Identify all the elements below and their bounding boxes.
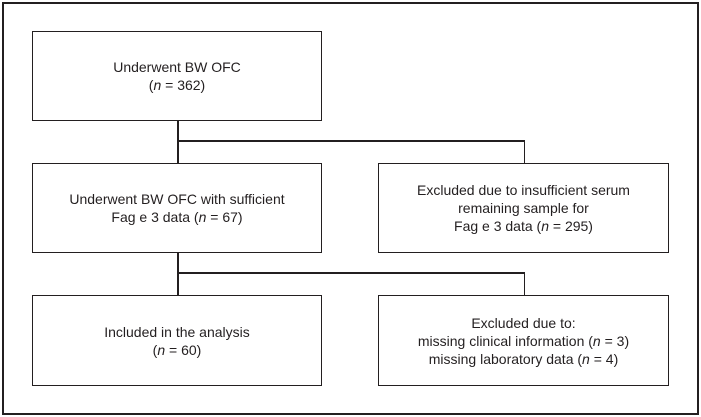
flow-box-text-line: Included in the analysis	[104, 323, 250, 340]
flow-box-text-line: (n = 362)	[148, 77, 206, 93]
flow-box-included-in-analysis: Included in the analysis(n = 60)	[32, 295, 322, 386]
flow-box-excluded-missing-data: Excluded due to:missing clinical informa…	[378, 295, 669, 386]
flow-box-text-line: Excluded due to:	[471, 314, 576, 331]
connector-upper-horizontal	[177, 140, 525, 142]
connector-top-vertical	[177, 121, 179, 163]
flow-box-text-line: (n = 60)	[152, 341, 202, 358]
flow-box-text-line: Fag e 3 data (n = 295)	[454, 218, 593, 234]
flow-box-underwent-bw-ofc: Underwent BW OFC (n = 362)	[32, 31, 322, 121]
flow-box-text-line: Underwent BW OFC with sufficient	[69, 191, 285, 207]
connector-lower-right-vertical	[523, 272, 525, 295]
flow-box-text-line: Excluded due to insufficient serum	[417, 182, 630, 198]
flow-box-text-line: remaining sample for	[458, 200, 589, 216]
flow-box-text-line: missing clinical information (n = 3)	[417, 332, 630, 349]
connector-lower-horizontal	[177, 272, 525, 274]
connector-middle-vertical	[177, 253, 179, 295]
flow-box-text-line: Fag e 3 data (n = 67)	[111, 209, 243, 225]
flow-box-text-line: missing laboratory data (n = 4)	[428, 350, 619, 367]
flow-box-text-line: Underwent BW OFC	[113, 59, 241, 75]
connector-upper-right-vertical	[523, 140, 525, 163]
flow-box-excluded-insufficient-serum: Excluded due to insufficient serum remain…	[378, 163, 669, 253]
